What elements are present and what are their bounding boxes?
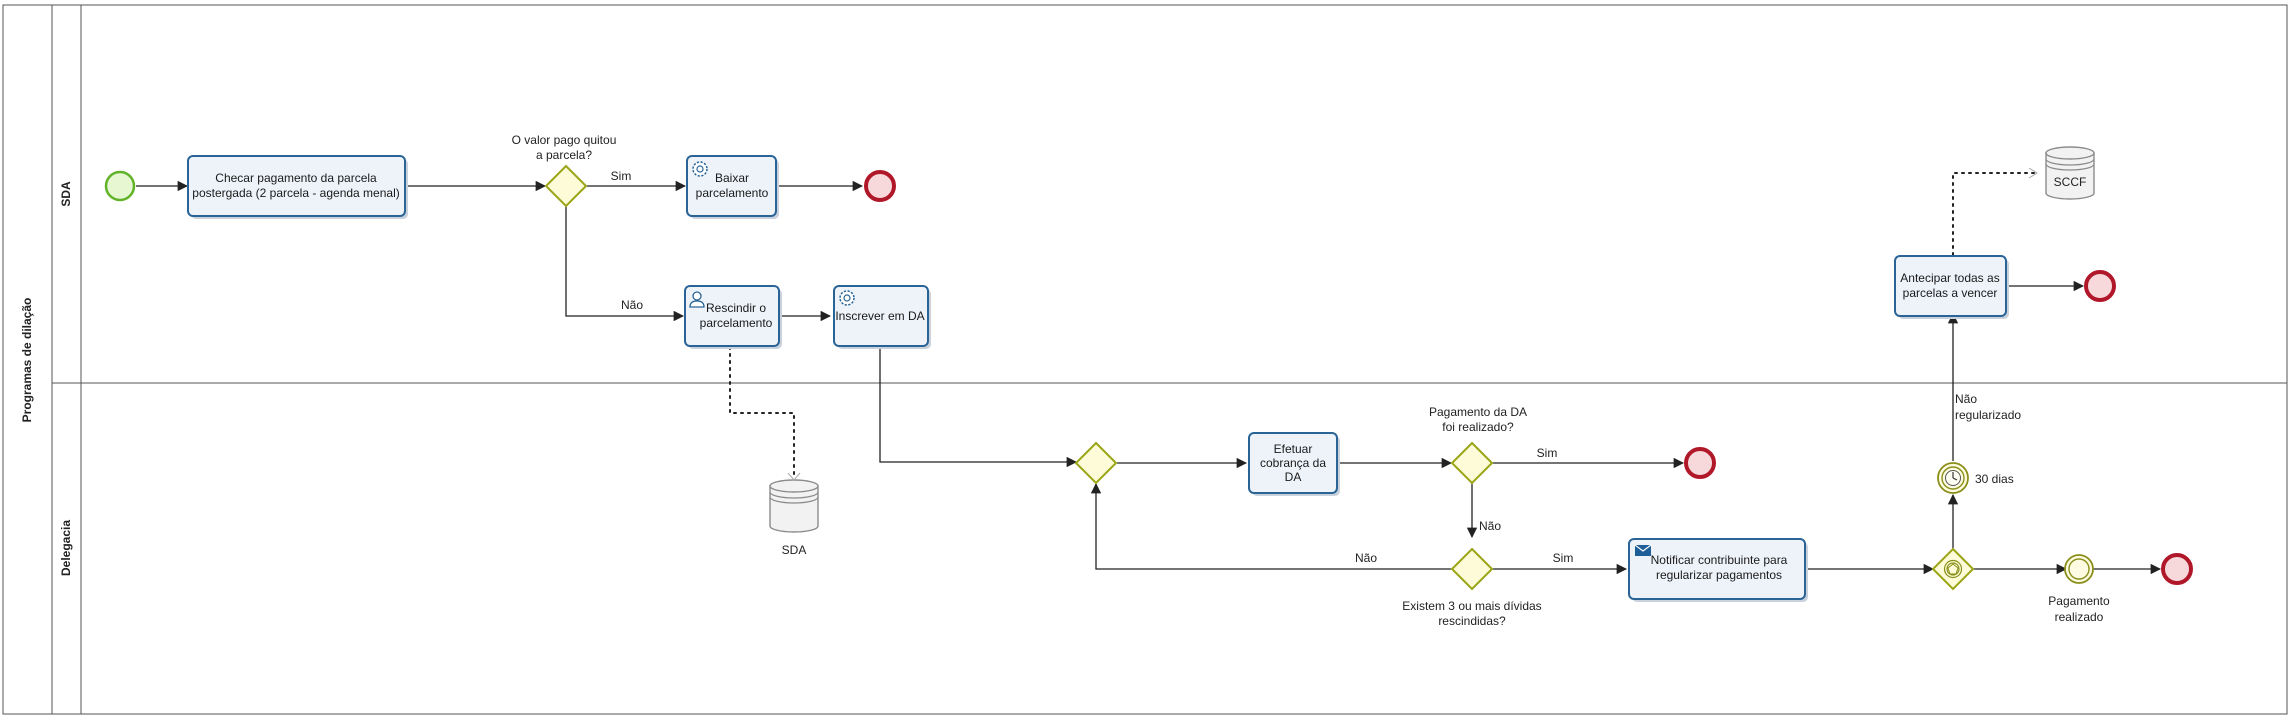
task-notificar-contribuinte[interactable]: Notificar contribuinte para regularizar … [1628, 538, 1808, 602]
timer-event[interactable] [1937, 462, 1969, 494]
envelope-icon [1634, 544, 1652, 556]
gateway-g4-label-2: rescindidas? [1438, 614, 1506, 628]
timer-label: 30 dias [1975, 472, 2014, 486]
task-rescindir-text-2: parcelamento [700, 316, 773, 330]
flow-label-g3-nao: Não [1479, 519, 1501, 533]
task-inscrever-text-1: Inscrever em DA [835, 309, 924, 323]
flow-labels: Sim Não Sim Não Sim Não Não regularizado [611, 169, 2022, 565]
service-gear-icon-2 [839, 290, 855, 306]
task-checar-pagamento[interactable]: Checar pagamento da parcela postergada (… [187, 155, 408, 219]
task-efetuar-text-2: cobrança da [1260, 456, 1326, 470]
associations [729, 172, 2037, 479]
gateway-valor-pago[interactable] [544, 164, 588, 208]
datastore-sda-label: SDA [782, 543, 807, 557]
flow-label-nao-regularizado-2: regularizado [1955, 408, 2021, 422]
end-event-sda-1[interactable] [864, 170, 896, 202]
task-baixar-text-2: parcelamento [696, 186, 769, 200]
association-arrow-sccf [2028, 167, 2038, 179]
task-checar-text-1: Checar pagamento da parcela [215, 171, 377, 185]
lane-label-delegacia: Delegacia [59, 520, 73, 576]
task-antecipar-text-1: Antecipar todas as [1900, 271, 1999, 285]
flow-label-g4-nao: Não [1355, 551, 1377, 565]
gateway-merge[interactable] [1074, 441, 1118, 485]
gateway-g3-label-2: foi realizado? [1442, 420, 1514, 434]
pool-label: Programas de dilação [20, 298, 34, 423]
task-inscrever-da[interactable]: Inscrever em DA [833, 285, 931, 349]
task-rescindir-parcelamento[interactable]: Rescindir o parcelamento [684, 285, 782, 349]
flow-label-g1-sim: Sim [611, 169, 632, 183]
flow-label-g4-sim: Sim [1553, 551, 1574, 565]
user-icon [689, 291, 705, 308]
gateway-g1-label-1: O valor pago quitou [512, 133, 617, 147]
flow-label-nao-regularizado-1: Não [1955, 392, 1977, 406]
task-antecipar-text-2: parcelas a vencer [1903, 286, 1998, 300]
task-efetuar-cobranca[interactable]: Efetuar cobrança da DA [1248, 432, 1340, 496]
gateway-event-based[interactable] [1931, 547, 1975, 591]
start-event[interactable] [104, 170, 136, 202]
end-event-sda-2[interactable] [2084, 270, 2116, 302]
task-rescindir-text-1: Rescindir o [706, 301, 766, 315]
sequence-flows [136, 180, 2162, 575]
pool: Programas de dilação SDA Delegacia [2, 4, 2288, 715]
task-baixar-parcelamento[interactable]: Baixar parcelamento [686, 155, 779, 219]
task-efetuar-text-1: Efetuar [1274, 442, 1313, 456]
datastore-sccf-label: SCCF [2054, 175, 2087, 189]
service-gear-icon [692, 161, 708, 177]
gateway-g3-label-1: Pagamento da DA [1429, 405, 1527, 419]
task-checar-text-2: postergada (2 parcela - agenda menal) [192, 186, 399, 200]
task-notificar-text-1: Notificar contribuinte para [1651, 553, 1788, 567]
task-baixar-text-1: Baixar [715, 171, 749, 185]
flow-label-g1-nao: Não [621, 298, 643, 312]
association-arrow-sda [787, 472, 801, 481]
events: 30 dias Pagamento realizado [104, 170, 2193, 624]
task-notificar-text-2: regularizar pagamentos [1656, 568, 1782, 582]
pagamento-label-2: realizado [2055, 610, 2104, 624]
task-antecipar-parcelas[interactable]: Antecipar todas as parcelas a vencer [1894, 255, 2009, 319]
end-event-delegacia-2[interactable] [2161, 553, 2193, 585]
gateway-g1-label-2: a parcela? [536, 148, 592, 162]
lane-label-sda: SDA [59, 181, 73, 207]
gateway-g4-label-1: Existem 3 ou mais dívidas [1402, 599, 1541, 613]
datastore-sda[interactable]: SDA [769, 479, 819, 557]
pagamento-label-1: Pagamento [2048, 594, 2110, 608]
gateway-pagamento-da[interactable] [1450, 441, 1494, 485]
flow-label-g3-sim: Sim [1537, 446, 1558, 460]
intermediate-event-pagamento[interactable] [2064, 554, 2094, 584]
end-event-delegacia-1[interactable] [1684, 447, 1716, 479]
gateways: O valor pago quitou a parcela? Pagamento… [512, 133, 1975, 628]
task-efetuar-text-3: DA [1285, 470, 1302, 484]
gateway-dividas-rescindidas[interactable] [1450, 547, 1494, 591]
datastore-sccf[interactable]: SCCF [2045, 146, 2095, 200]
